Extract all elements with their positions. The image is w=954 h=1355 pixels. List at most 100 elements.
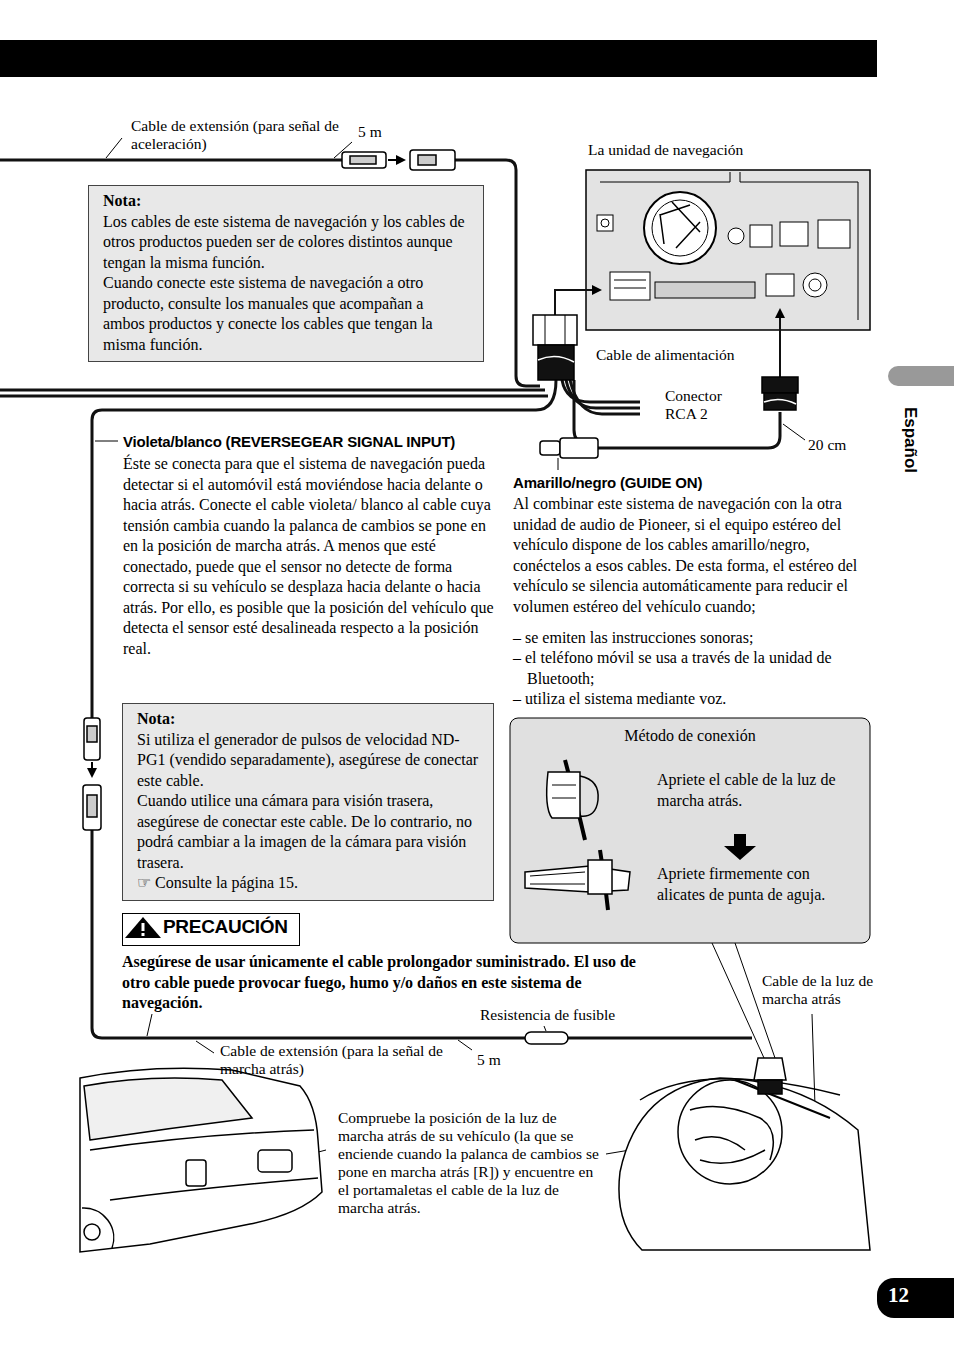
wires: [779, 310, 781, 377]
method-panel: [552, 785, 576, 798]
car-rear: [82, 1208, 114, 1248]
part-label: Resistencia de fusible: [480, 1006, 650, 1024]
navigation-unit: [586, 170, 870, 330]
wires: [568, 1037, 752, 1040]
navigation-unit: [610, 272, 650, 300]
navigation-unit: [644, 192, 716, 264]
language-tab: [888, 366, 954, 386]
car-rear: [110, 1178, 318, 1200]
wire-description: Al combinar este sistema de navegación c…: [513, 494, 868, 617]
leader-lines: [712, 943, 764, 1058]
connectors: [540, 441, 560, 455]
connectors: [762, 377, 798, 393]
box-text: Cuando utilice una cámara para visión tr…: [137, 791, 479, 873]
navigation-unit: [652, 200, 708, 256]
caution-text: Asegúrese de usar únicamente el cable pr…: [122, 952, 650, 1014]
method-panel: [510, 718, 870, 943]
instruction-text: Compruebe la posición de la luz de march…: [338, 1109, 606, 1217]
wires: [566, 380, 640, 408]
method-panel: [547, 772, 580, 818]
navigation-unit: [728, 228, 744, 244]
connectors: [410, 150, 455, 170]
note-box: Nota:Los cables de este sistema de naveg…: [88, 185, 484, 362]
car-rear: [90, 1130, 314, 1150]
car-rear: [186, 1160, 206, 1186]
leader-lines: [544, 1026, 546, 1031]
box-text: Los cables de este sistema de navegación…: [103, 212, 469, 274]
connectors: [87, 726, 97, 742]
connectors: [350, 156, 376, 164]
box-text: Nota:: [103, 191, 469, 212]
caution-box: PRECAUCIÓN: [122, 913, 300, 946]
leader-lines: [147, 1014, 152, 1036]
box-text: Método de conexión: [510, 726, 870, 747]
note-box: Nota:Si utiliza el generador de pulsos d…: [122, 703, 494, 901]
caution-symbol: [125, 917, 161, 938]
caution-symbol: [142, 923, 145, 931]
navigation-unit: [600, 172, 858, 320]
wires: [92, 380, 556, 720]
header-bar: [0, 40, 877, 77]
trunk: [690, 1106, 773, 1163]
method-panel: [525, 760, 630, 910]
connectors: [84, 718, 100, 760]
method-panel: [530, 872, 585, 884]
method-panel: [580, 776, 598, 816]
navigation-unit: [780, 222, 808, 246]
list-item: – utiliza el sistema mediante voz.: [513, 689, 882, 710]
dimension: 5 m: [358, 123, 398, 141]
connectors: [525, 1032, 568, 1044]
wires: [0, 395, 548, 398]
trunk: [678, 1080, 782, 1184]
navigation-unit: [766, 274, 794, 296]
wires: [555, 290, 600, 315]
connectors: [418, 155, 436, 165]
connectors: [538, 356, 574, 362]
connectors: [545, 315, 565, 345]
leader-lines: [95, 441, 118, 442]
trunk: [758, 1080, 782, 1094]
page-number-tab: 12: [877, 1278, 954, 1318]
box-text: Apriete el cable de la luz de marcha atr…: [657, 770, 857, 811]
navigation-unit: [597, 215, 613, 231]
trunk: [619, 1078, 870, 1250]
wires: [574, 380, 586, 446]
dimension: 20 cm: [808, 436, 868, 454]
navigation-unit: [660, 202, 700, 248]
language-tab: [888, 366, 954, 386]
leader-lines: [558, 458, 559, 470]
connectors: [538, 345, 574, 380]
cable-label: Cable de extensión (para señal de aceler…: [131, 117, 341, 153]
wires: [0, 389, 545, 392]
box-text: 12: [877, 1278, 954, 1312]
navigation-unit: [655, 282, 755, 298]
connectors: [764, 393, 796, 410]
connectors: [87, 795, 97, 817]
leader-lines: [812, 1014, 815, 1106]
car-rear: [80, 1068, 322, 1252]
method-panel: [510, 718, 870, 943]
trunk: [735, 1080, 830, 1118]
leader-lines: [783, 424, 805, 440]
navigation-unit: [586, 170, 870, 330]
part-label: La unidad de navegación: [588, 141, 808, 159]
car-rear: [84, 1224, 100, 1240]
leader-lines: [106, 138, 122, 158]
navigation-unit: [601, 219, 609, 227]
method-panel: [588, 860, 612, 894]
trunk: [754, 1058, 786, 1080]
car-rear: [80, 1068, 322, 1252]
box-text: Nota:: [137, 709, 479, 730]
wire-description: Éste se conecta para que el sistema de n…: [123, 454, 495, 659]
leader-lines: [334, 142, 352, 158]
car-rear: [258, 1150, 292, 1172]
wires: [0, 159, 342, 162]
connectors: [764, 399, 796, 404]
connectors: [342, 152, 386, 168]
method-panel: [525, 866, 630, 892]
navigation-unit: [614, 280, 646, 288]
connectors: [91, 762, 93, 776]
list-item: – se emiten las instrucciones sonoras;: [513, 628, 882, 649]
box-text: ☞ Consulte la página 15.: [137, 873, 479, 894]
connectors: [388, 159, 404, 161]
